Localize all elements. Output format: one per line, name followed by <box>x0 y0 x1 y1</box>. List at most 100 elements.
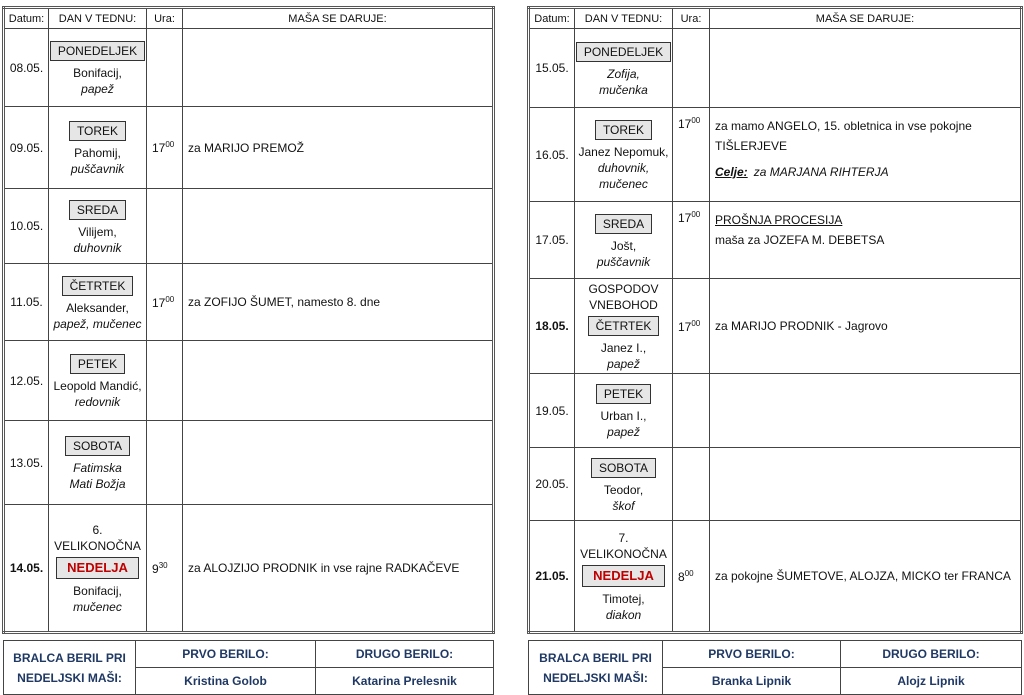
time-cell <box>146 188 183 264</box>
readers-header-row: BRALCA BERIL PRI NEDELJSKI MAŠI:PRVO BER… <box>528 640 1022 695</box>
saint-name: Pahomij, <box>74 146 121 160</box>
date-cell: 21.05. <box>528 520 575 633</box>
mass-cell: za MARIJO PREMOŽ <box>182 106 494 189</box>
day-name-box: TOREK <box>68 121 127 141</box>
mass-intention: za MARIJO PRODNIK - Jagrovo <box>715 316 1020 336</box>
time-cell <box>672 373 710 448</box>
saint-name: Jošt, <box>610 238 637 253</box>
time-hour: 8 <box>678 569 685 584</box>
day-name-box: PETEK <box>69 354 126 374</box>
second-reader: Alojz Lipnik <box>840 667 1022 695</box>
saint-title: mučenec <box>73 599 122 614</box>
time-cell <box>146 340 183 421</box>
date-cell: 20.05. <box>528 447 575 521</box>
time-cell: 1700 <box>146 263 183 341</box>
saint-title: diakon <box>605 607 642 622</box>
first-reader: Kristina Golob <box>135 667 316 695</box>
date-cell: 10.05. <box>3 188 49 264</box>
mass-text: za MARIJO PREMOŽ <box>188 140 305 155</box>
time-cell: 1700 <box>672 201 710 279</box>
time-hour: 17 <box>678 319 692 334</box>
time-cell <box>146 420 183 505</box>
saint-name: Janez I., <box>600 340 647 355</box>
header-day: DAN V TEDNU: <box>48 7 147 29</box>
saint-name: Vilijem, <box>78 224 117 239</box>
table-row: 14.05.6. VELIKONOČNA NEDELJA Bonifacij,muč… <box>3 504 494 633</box>
date-cell: 17.05. <box>528 201 575 279</box>
mass-place: Celje: <box>715 165 748 179</box>
time-hour: 9 <box>152 561 159 576</box>
time-cell <box>672 28 710 108</box>
saint-title: duhovnik, mučenec <box>597 161 650 191</box>
header-time: Ura: <box>672 7 710 29</box>
day-cell: SREDA Vilijem,duhovnik <box>48 188 147 264</box>
saint-title: papež <box>81 82 114 96</box>
saint-title: papež, mučenec <box>53 316 142 331</box>
day-name-box: NEDELJA <box>56 556 139 579</box>
header-row: Datum:DAN V TEDNU:Ura:MAŠA SE DARUJE: <box>3 7 494 29</box>
mass-intention: maša za JOZEFA M. DEBETSA <box>715 230 1020 250</box>
saint-name: Bonifacij, <box>73 583 122 598</box>
time-minutes: 00 <box>691 116 701 125</box>
saint-name: Timotej, <box>602 591 645 606</box>
saint-name: Teodor, <box>603 482 644 497</box>
day-cell: 6. VELIKONOČNA NEDELJA Bonifacij,mučenec <box>48 504 147 633</box>
time-hour: 17 <box>678 117 692 131</box>
mass-cell: za ZOFIJO ŠUMET, namesto 8. dne <box>182 263 494 341</box>
time-minutes: 00 <box>691 210 701 219</box>
mass-intention: PROŠNJA PROCESIJA <box>715 210 1020 230</box>
saint-name: Bonifacij, <box>73 66 122 80</box>
day-name-box: SREDA <box>68 199 127 220</box>
date-cell: 09.05. <box>3 106 49 189</box>
mass-intention: za MARIJO PREMOŽ <box>188 138 492 158</box>
feast-label: 6. VELIKONOČNA <box>54 522 141 553</box>
date-cell: 13.05. <box>3 420 49 505</box>
day-name-box: PONEDELJEK <box>49 41 146 61</box>
time-cell: 1700 <box>672 278 710 374</box>
saint-name: Aleksander, <box>66 300 129 315</box>
saint-title: papež <box>607 425 640 439</box>
time-cell <box>672 447 710 521</box>
first-reading-label: PRVO BERILO: <box>662 640 841 668</box>
day-name-box: ČETRTEK <box>61 275 134 296</box>
header-mass: MAŠA SE DARUJE: <box>182 7 494 29</box>
saint-title: puščavnik <box>70 162 125 176</box>
mass-intention: za ALOJZIJO PRODNIK in vse rajne RADKAČE… <box>188 558 492 578</box>
saint-title: duhovnik <box>73 240 122 255</box>
time-hour: 17 <box>152 295 166 310</box>
mass-cell: za pokojne ŠUMETOVE, ALOJZA, MICKO ter F… <box>709 520 1022 633</box>
header-date: Datum: <box>528 7 575 29</box>
date-cell: 14.05. <box>3 504 49 633</box>
mass-text: za mamo ANGELO, 15. obletnica in vse pok… <box>715 119 972 153</box>
mass-cell <box>709 373 1022 448</box>
saint-title: puščavnik <box>596 254 651 269</box>
time-cell: 1700 <box>146 106 183 189</box>
saint-title: škof <box>612 498 635 513</box>
first-reader: Branka Lipnik <box>662 667 841 695</box>
mass-cell <box>182 420 494 505</box>
header-day: DAN V TEDNU: <box>574 7 673 29</box>
day-name-box: PONEDELJEK <box>575 41 672 62</box>
header-date: Datum: <box>3 7 49 29</box>
readers-week-2: BRALCA BERIL PRI NEDELJSKI MAŠI:PRVO BER… <box>528 640 1022 695</box>
time-hour: 17 <box>152 141 166 155</box>
readers-label: BRALCA BERIL PRI NEDELJSKI MAŠI: <box>528 640 663 695</box>
first-reading-label: PRVO BERILO: <box>135 640 316 668</box>
saint-title: papež <box>607 356 640 371</box>
saint-name: Leopold Mandić, <box>53 379 142 393</box>
day-name-box: PETEK <box>595 384 652 404</box>
time-hour: 17 <box>678 211 692 225</box>
time-minutes: 00 <box>165 294 175 304</box>
